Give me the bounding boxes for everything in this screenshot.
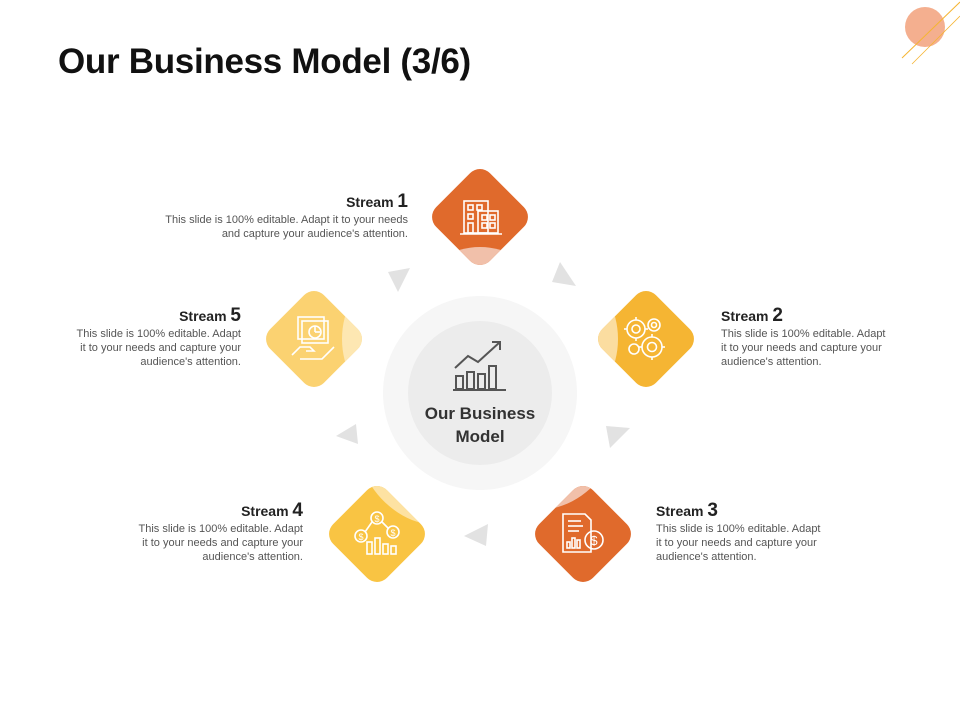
- corner-decoration: [901, 1, 960, 65]
- stream-3-desc-line3: audience's attention.: [656, 551, 757, 563]
- stream-4-diamond-shape: [329, 480, 431, 582]
- center-label: Our Business Model: [405, 402, 555, 448]
- stream-4-desc-line3: audience's attention.: [202, 551, 303, 563]
- stream-1-diamond: [418, 155, 542, 279]
- stream-2-diamond-shape: [592, 285, 694, 393]
- stream-3-diamond: $: [521, 472, 645, 596]
- stream-5-desc-line1: This slide is 100% editable. Adapt: [76, 328, 242, 340]
- center-label-line2: Model: [455, 427, 505, 446]
- stream-3-desc-line2: it to your needs and capture your: [656, 537, 817, 549]
- financial-report-icon: $: [562, 513, 604, 553]
- gears-icon: [624, 317, 665, 360]
- stream-3-text: Stream 3 This slide is 100% editable. Ad…: [656, 501, 856, 564]
- stream-5-diamond: [252, 277, 376, 401]
- stream-4-diamond: $ $ $: [315, 472, 439, 596]
- stream-1-desc-line1: This slide is 100% editable. Adapt it to…: [165, 214, 408, 226]
- money-chart-icon: $ $ $: [354, 511, 400, 555]
- stream-2-heading: Stream 2: [721, 306, 921, 325]
- stream-3-number: 3: [707, 500, 718, 521]
- stream-5-text: Stream 5 This slide is 100% editable. Ad…: [40, 306, 242, 369]
- svg-text:$: $: [590, 533, 598, 548]
- stream-2-label: Stream: [721, 308, 769, 324]
- stream-5-label: Stream: [179, 308, 227, 324]
- stream-5-desc-line3: audience's attention.: [140, 356, 241, 368]
- stream-4-label: Stream: [241, 503, 289, 519]
- svg-text:$: $: [358, 532, 363, 542]
- stream-5-heading: Stream 5: [40, 306, 241, 325]
- stream-5-number: 5: [230, 305, 241, 326]
- stream-4-text: Stream 4 This slide is 100% editable. Ad…: [102, 501, 304, 564]
- svg-text:$: $: [390, 528, 395, 538]
- stream-1-label: Stream: [346, 194, 394, 210]
- stream-5-diamond-shape: [266, 285, 368, 393]
- stream-4-desc-line2: it to your needs and capture your: [142, 537, 303, 549]
- page-title: Our Business Model (3/6): [58, 42, 471, 81]
- center-label-line1: Our Business: [424, 404, 536, 423]
- stream-2-text: Stream 2 This slide is 100% editable. Ad…: [721, 306, 921, 369]
- stream-1-heading: Stream 1: [120, 192, 408, 211]
- hand-presentation-icon: [291, 316, 335, 360]
- stream-3-diamond-shape: [529, 480, 631, 582]
- stream-2-diamond: [584, 277, 708, 401]
- stream-3-desc-line1: This slide is 100% editable. Adapt: [656, 523, 821, 535]
- stream-4-heading: Stream 4: [102, 501, 303, 520]
- stream-2-desc-line1: This slide is 100% editable. Adapt: [721, 328, 886, 340]
- stream-3-heading: Stream 3: [656, 501, 856, 520]
- stream-2-desc-line2: it to your needs and capture your: [721, 342, 882, 354]
- stream-3-label: Stream: [656, 503, 704, 519]
- stream-4-desc-line1: This slide is 100% editable. Adapt: [138, 523, 304, 535]
- stream-2-number: 2: [772, 305, 783, 326]
- stream-1-desc-line2: and capture your audience's attention.: [221, 228, 408, 240]
- stream-5-desc-line2: it to your needs and capture your: [80, 342, 241, 354]
- svg-text:$: $: [374, 514, 379, 524]
- building-icon: [460, 200, 502, 235]
- stream-1-text: Stream 1 This slide is 100% editable. Ad…: [120, 192, 408, 241]
- stream-1-number: 1: [397, 191, 408, 212]
- growth-chart-icon: [453, 341, 506, 391]
- stream-1-diamond-shape: [428, 169, 532, 271]
- stream-4-number: 4: [292, 500, 303, 521]
- stream-2-desc-line3: audience's attention.: [721, 356, 822, 368]
